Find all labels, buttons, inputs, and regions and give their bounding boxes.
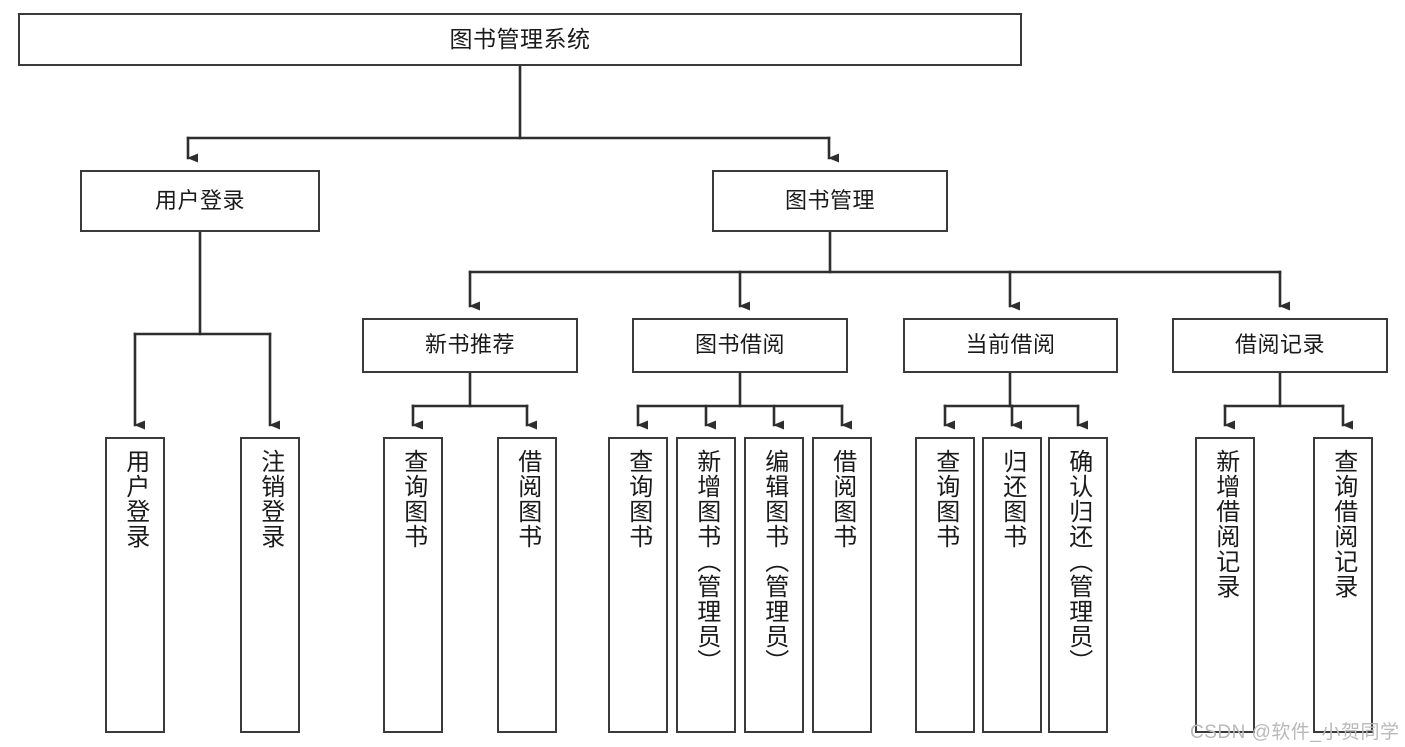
leaf-label: 新增图书（管理员）	[692, 449, 720, 674]
edge-borrow-record-to-bus	[1223, 371, 1345, 408]
leaf-label: 查询借阅记录	[1329, 449, 1357, 599]
node-leaf-query-record[interactable]: 查询借阅记录	[1313, 437, 1373, 733]
node-leaf-query-book-2[interactable]: 查询图书	[608, 437, 668, 733]
leaf-label: 新增借阅记录	[1211, 449, 1239, 599]
node-leaf-confirm-return[interactable]: 确认归还（管理员）	[1048, 437, 1108, 733]
leaf-label: 注销登录	[256, 449, 284, 549]
leaf-label: 借阅图书	[513, 449, 541, 549]
edge-user-login-to-bus	[133, 230, 272, 336]
leaf-label: 编辑图书（管理员）	[760, 449, 788, 674]
node-new-book-recommend[interactable]: 新书推荐	[362, 318, 578, 373]
node-leaf-add-book[interactable]: 新增图书（管理员）	[676, 437, 736, 733]
node-leaf-borrow-book-1[interactable]: 借阅图书	[497, 437, 557, 733]
node-current-borrow[interactable]: 当前借阅	[903, 318, 1118, 373]
node-user-login[interactable]: 用户登录	[80, 170, 320, 232]
edge-new-book-recommend-to-bus	[411, 371, 529, 408]
edge-root-to-bus	[186, 64, 831, 140]
node-leaf-query-book-1[interactable]: 查询图书	[383, 437, 443, 733]
node-leaf-borrow-book-2[interactable]: 借阅图书	[812, 437, 872, 733]
leaf-label: 借阅图书	[828, 449, 856, 549]
node-borrow-record[interactable]: 借阅记录	[1172, 318, 1388, 373]
node-book-borrow[interactable]: 图书借阅	[632, 318, 848, 373]
node-leaf-user-login[interactable]: 用户登录	[105, 437, 165, 733]
node-root-system[interactable]: 图书管理系统	[18, 13, 1022, 66]
node-leaf-query-book-3[interactable]: 查询图书	[915, 437, 975, 733]
node-book-management[interactable]: 图书管理	[712, 170, 948, 232]
node-leaf-add-record[interactable]: 新增借阅记录	[1195, 437, 1255, 733]
node-leaf-edit-book[interactable]: 编辑图书（管理员）	[744, 437, 804, 733]
leaf-label: 用户登录	[121, 449, 149, 549]
node-leaf-logout-login[interactable]: 注销登录	[240, 437, 300, 733]
leaf-label: 查询图书	[399, 449, 427, 549]
leaf-label: 确认归还（管理员）	[1064, 449, 1092, 674]
leaf-label: 查询图书	[931, 449, 959, 549]
leaf-label: 归还图书	[998, 449, 1026, 549]
csdn-watermark: CSDN @软件_小贺同学	[1190, 722, 1400, 743]
edge-book-borrow-to-bus	[636, 371, 844, 408]
edge-current-borrow-to-bus	[943, 371, 1080, 408]
leaf-label: 查询图书	[624, 449, 652, 549]
edge-book-management-to-bus	[468, 230, 1282, 274]
node-leaf-return-book[interactable]: 归还图书	[982, 437, 1042, 733]
